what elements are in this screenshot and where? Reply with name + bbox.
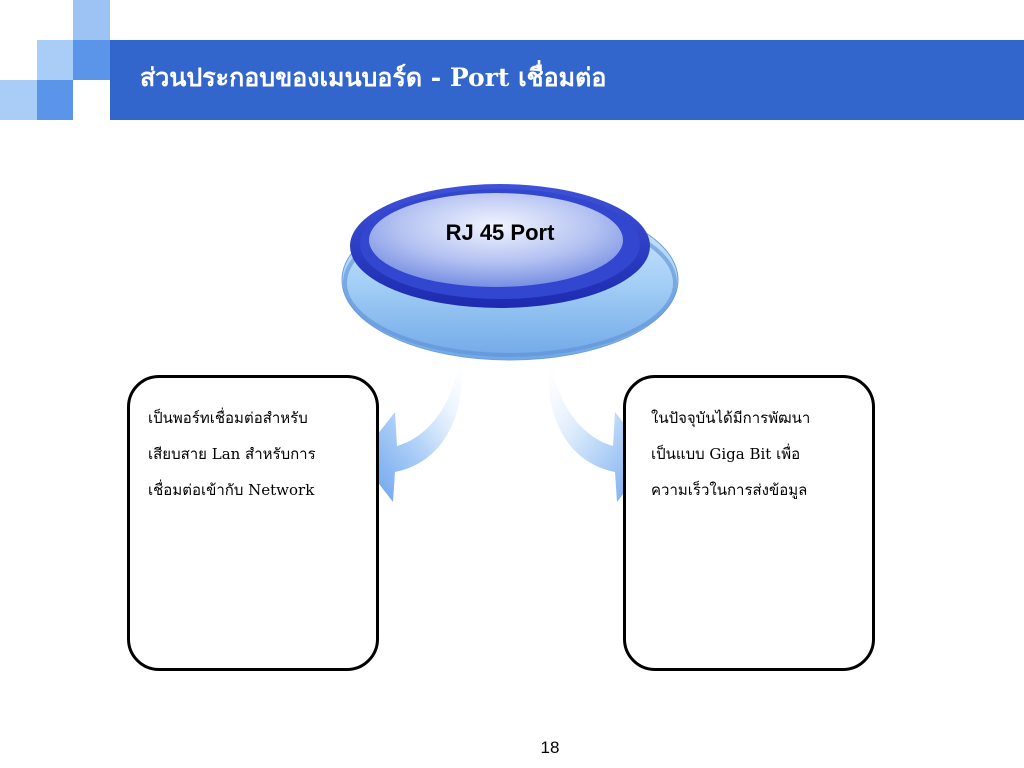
curved-arrow-left-icon — [359, 362, 463, 502]
description-box-right — [623, 375, 875, 671]
left-box-text: เป็นพอร์ทเชื่อมต่อสำหรับ เสียบสาย Lan สำ… — [148, 400, 316, 508]
rj45-port-label: RJ 45 Port — [445, 220, 555, 245]
decor-square — [37, 40, 73, 80]
left-box-line: เสียบสาย Lan สำหรับการ — [148, 445, 316, 463]
description-box-left — [127, 375, 379, 671]
slide-title: ส่วนประกอบของเมนบอร์ด - Port เชื่อมต่อ — [140, 63, 607, 92]
decor-square — [73, 40, 110, 80]
title-bar — [110, 40, 1024, 120]
right-box-line: ในปัจจุบันได้มีการพัฒนา — [651, 409, 811, 427]
decor-square — [37, 80, 73, 120]
rj45-oval-graphic — [341, 184, 679, 361]
right-box-line: เป็นแบบ Giga Bit เพื่อ — [651, 445, 801, 463]
left-box-line: เป็นพอร์ทเชื่อมต่อสำหรับ — [148, 409, 308, 427]
right-box-line: ความเร็วในการส่งข้อมูล — [651, 481, 808, 499]
right-box-text: ในปัจจุบันได้มีการพัฒนา เป็นแบบ Giga Bit… — [651, 400, 810, 508]
left-box-line: เชื่อมต่อเข้ากับ Network — [148, 481, 315, 499]
decor-square — [73, 0, 110, 40]
page-number: 18 — [540, 738, 560, 757]
decor-square — [0, 80, 37, 120]
